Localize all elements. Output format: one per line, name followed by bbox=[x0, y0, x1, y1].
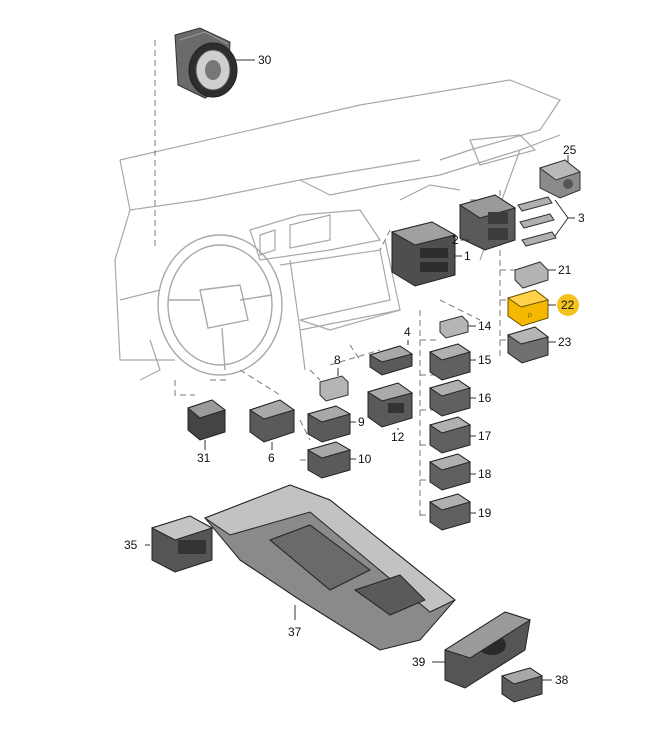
callout-9: 9 bbox=[358, 415, 365, 429]
callout-6: 6 bbox=[268, 451, 275, 465]
callout-14: 14 bbox=[478, 319, 492, 333]
part-9-switch bbox=[306, 405, 352, 443]
callout-35: 35 bbox=[124, 538, 138, 552]
part-19-switch bbox=[428, 493, 472, 531]
callout-1: 1 bbox=[464, 249, 471, 263]
part-12-switch bbox=[366, 382, 414, 428]
part-15-switch bbox=[428, 343, 472, 381]
callout-39: 39 bbox=[412, 655, 426, 669]
part-1-control-block bbox=[390, 221, 457, 287]
part-38-switch bbox=[500, 667, 544, 703]
callout-4: 4 bbox=[404, 325, 411, 339]
part-10-switch bbox=[306, 441, 352, 479]
callout-22-badge bbox=[557, 294, 579, 316]
svg-text:P: P bbox=[528, 314, 532, 320]
callout-23: 23 bbox=[558, 335, 572, 349]
part-37-center-console bbox=[203, 484, 456, 651]
part-23-switch bbox=[506, 326, 550, 364]
callout-12: 12 bbox=[391, 430, 405, 444]
callout-labels: 30 25 3 2 1 21 22 23 14 4 15 8 16 12 9 1… bbox=[124, 53, 585, 687]
callout-21: 21 bbox=[558, 263, 572, 277]
part-3-covers bbox=[517, 196, 557, 247]
part-16-switch bbox=[428, 379, 472, 417]
callout-38: 38 bbox=[555, 673, 569, 687]
part-30-light-switch bbox=[174, 27, 238, 99]
callout-31: 31 bbox=[197, 451, 211, 465]
part-22-highlighted-switch: P bbox=[506, 289, 550, 327]
steering-wheel bbox=[157, 234, 283, 376]
callout-8: 8 bbox=[334, 353, 341, 367]
callout-22: 22 bbox=[561, 298, 575, 312]
part-21-cover bbox=[514, 261, 549, 289]
part-4-switch bbox=[368, 345, 414, 376]
leader-lines bbox=[145, 59, 575, 681]
part-2-switch-cluster bbox=[458, 194, 517, 251]
callout-19: 19 bbox=[478, 506, 492, 520]
callout-2: 2 bbox=[452, 233, 459, 247]
part-31-switch bbox=[186, 399, 227, 441]
callout-18: 18 bbox=[478, 467, 492, 481]
callout-25: 25 bbox=[563, 143, 577, 157]
callout-3: 3 bbox=[578, 211, 585, 225]
part-6-switch bbox=[248, 399, 296, 443]
callout-17: 17 bbox=[478, 429, 492, 443]
console-outline bbox=[289, 239, 401, 371]
part-8-cover bbox=[319, 375, 349, 402]
part-25-switch bbox=[538, 159, 582, 199]
part-35-switch-block bbox=[150, 515, 214, 573]
callout-37: 37 bbox=[288, 625, 302, 639]
callout-16: 16 bbox=[478, 391, 492, 405]
part-18-switch bbox=[428, 453, 472, 491]
callout-10: 10 bbox=[358, 452, 372, 466]
callout-30: 30 bbox=[258, 53, 272, 67]
part-39-shifter-panel bbox=[443, 611, 532, 689]
part-14-cover bbox=[439, 315, 469, 339]
callout-15: 15 bbox=[478, 353, 492, 367]
part-17-switch bbox=[428, 416, 472, 454]
